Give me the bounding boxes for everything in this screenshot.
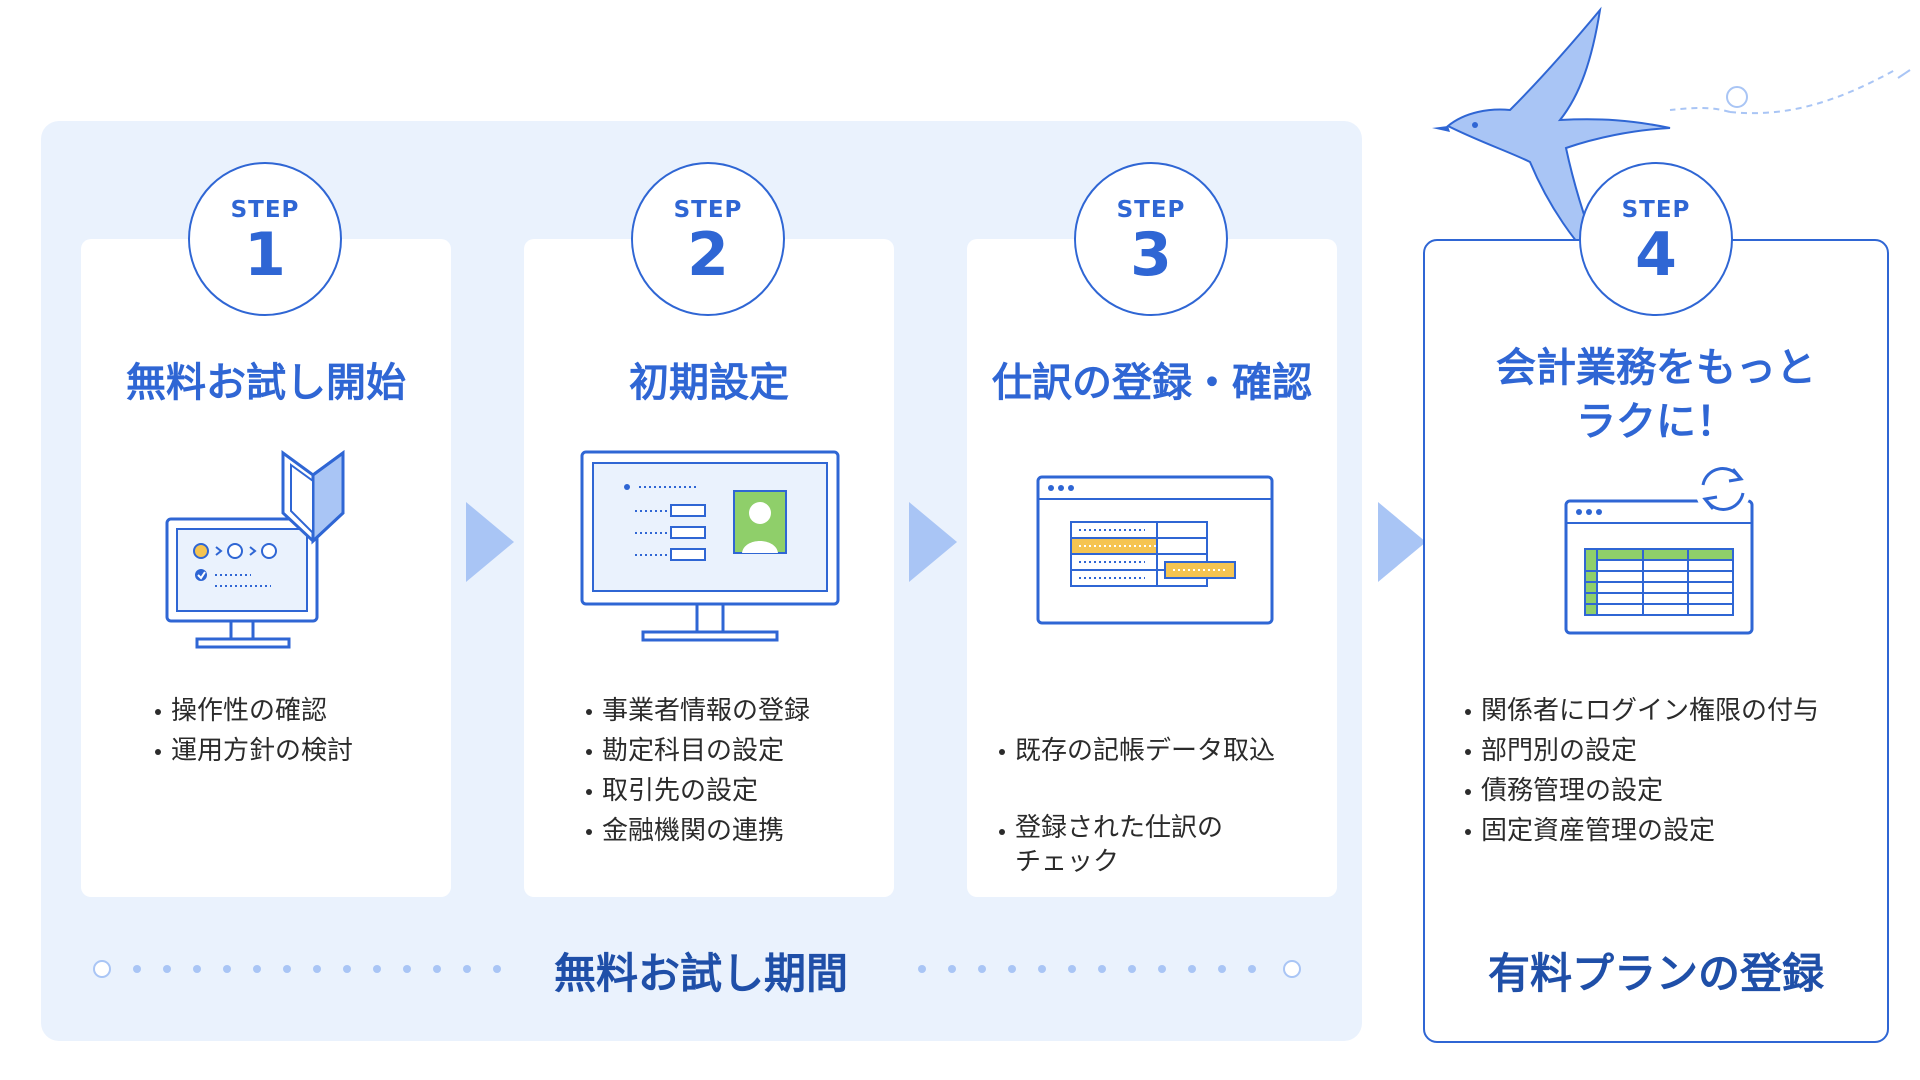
step-title: 初期設定 xyxy=(629,360,789,406)
step-badge-1: STEP 1 xyxy=(188,162,342,316)
step-card-3: 仕訳の登録・確認 既存の記帳データ取込 登録された仕訳の チェック xyxy=(967,239,1337,897)
spreadsheet-sync-icon xyxy=(1564,461,1754,635)
step-item-list: 事業者情報の登録 勘定科目の設定 取引先の設定 金融機関の連携 xyxy=(584,691,810,851)
step-title: 無料お試し開始 xyxy=(126,360,406,406)
step-card-4: 会計業務をもっと ラクに！ 関係者にログイン権限の付与 部門別の設定 債務管理の… xyxy=(1423,239,1889,1043)
list-item: 既存の記帳データ取込 xyxy=(997,731,1275,771)
step-title: 会計業務をもっと ラクに！ xyxy=(1496,345,1816,445)
list-item: 債務管理の設定 xyxy=(1463,771,1819,811)
triangle-arrow-icon xyxy=(1378,502,1426,582)
step-title: 仕訳の登録・確認 xyxy=(992,360,1312,406)
period-dotted-line-right xyxy=(918,960,1301,978)
list-item: 勘定科目の設定 xyxy=(584,731,810,771)
paid-plan-label: 有料プランの登録 xyxy=(1487,949,1824,998)
step-badge-2: STEP 2 xyxy=(631,162,785,316)
list-item: 金融機関の連携 xyxy=(584,811,810,851)
free-trial-period-label: 無料お試し期間 xyxy=(553,949,848,998)
list-item: 登録された仕訳の チェック xyxy=(997,811,1275,879)
list-item: 関係者にログイン権限の付与 xyxy=(1463,691,1819,731)
list-item: 取引先の設定 xyxy=(584,771,810,811)
step-badge-4: STEP 4 xyxy=(1579,162,1733,316)
list-item: 部門別の設定 xyxy=(1463,731,1819,771)
step-item-list: 既存の記帳データ取込 登録された仕訳の チェック xyxy=(997,691,1275,919)
triangle-arrow-icon xyxy=(466,502,514,582)
beginner-mark-icon xyxy=(165,450,345,649)
swallow-icon xyxy=(1432,6,1911,273)
list-item: 事業者情報の登録 xyxy=(584,691,810,731)
period-dotted-line-left xyxy=(93,960,501,978)
list-item: 操作性の確認 xyxy=(153,691,353,731)
step-number: 4 xyxy=(1635,220,1677,290)
triangle-arrow-icon xyxy=(909,502,957,582)
step-card-2: 初期設定 事業者情報の登録 勘定科目の設定 取引先の設定 金融機関の連携 xyxy=(524,239,894,897)
step-number: 3 xyxy=(1130,220,1172,290)
step-card-1: 無料お試し開始 操作性の確認 運用方針の検討 xyxy=(81,239,451,897)
step-badge-3: STEP 3 xyxy=(1074,162,1228,316)
step-item-list: 関係者にログイン権限の付与 部門別の設定 債務管理の設定 固定資産管理の設定 xyxy=(1463,691,1819,851)
list-item: 固定資産管理の設定 xyxy=(1463,811,1819,851)
step-item-list: 操作性の確認 運用方針の検討 xyxy=(153,691,353,771)
step-number: 2 xyxy=(687,220,729,290)
step-number: 1 xyxy=(244,220,286,290)
monitor-icon xyxy=(580,450,840,642)
list-item: 運用方針の検討 xyxy=(153,731,353,771)
journal-table-icon xyxy=(1036,475,1274,625)
